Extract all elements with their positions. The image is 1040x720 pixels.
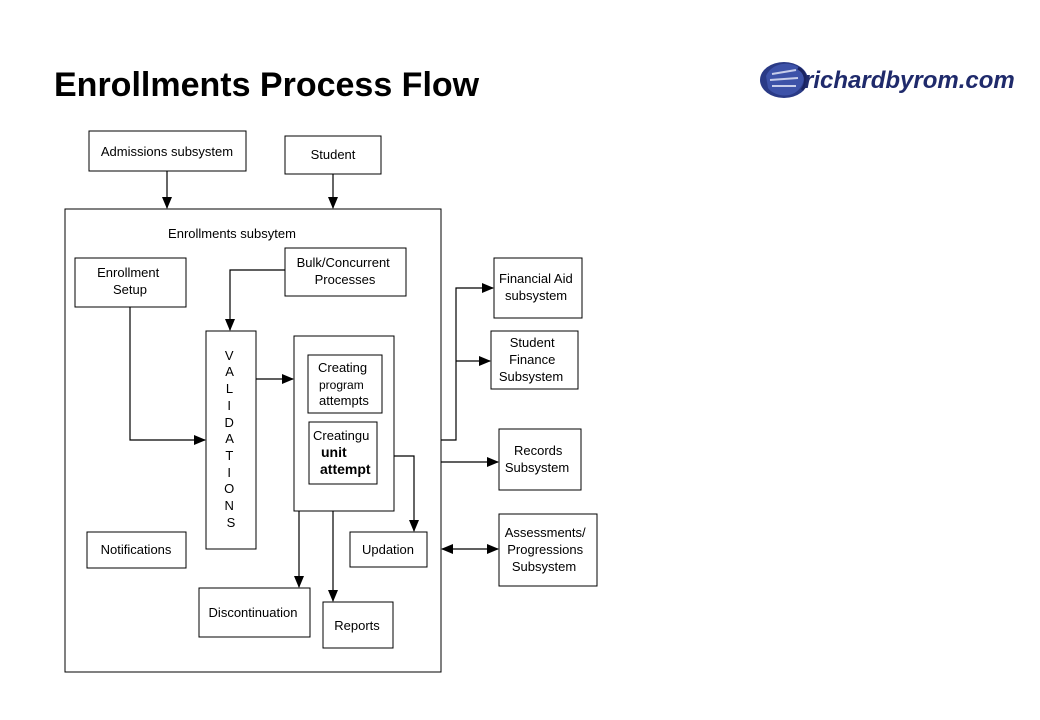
records-subsystem-label: Records Subsystem (505, 443, 569, 475)
student-label: Student (311, 147, 356, 162)
lion-emblem-icon (760, 62, 808, 98)
creating-program-attempts-label: Creating program attempts (318, 360, 371, 408)
page-title: Enrollments Process Flow (54, 66, 480, 104)
connector-to-financial-aid (441, 283, 494, 441)
bulk-concurrent-processes-box (284, 247, 407, 297)
notifications-box (86, 531, 187, 569)
reports-label: Reports (334, 618, 380, 633)
financial-aid-subsystem-box (493, 257, 583, 319)
arrow-unit-attempt-to-updation (394, 455, 419, 532)
enrollments-subsystem-label: Enrollments subsytem (168, 226, 296, 241)
assessments-progressions-subsystem-box (498, 513, 598, 587)
assessments-progressions-subsystem-label: Assessments/ Progressions Subsystem (505, 525, 590, 574)
validations-label: V A L I D A T I O N S (224, 348, 238, 530)
enrollment-setup-label: Enrollment Setup (97, 265, 163, 297)
notifications-label: Notifications (101, 542, 172, 557)
updation-label: Updation (362, 542, 414, 557)
arrow-bulk-to-validations (225, 269, 285, 331)
reports-box (322, 601, 394, 649)
creating-unit-attempt-box (308, 421, 378, 485)
richardbyrom-logo: richardbyrom.com (760, 62, 1015, 98)
financial-aid-subsystem-label: Financial Aid subsystem (499, 271, 576, 303)
discontinuation-box (198, 587, 311, 638)
records-subsystem-box (498, 428, 582, 491)
admissions-subsystem-label: Admissions subsystem (101, 144, 233, 159)
discontinuation-label: Discontinuation (209, 605, 298, 620)
student-finance-subsystem-box (490, 330, 579, 390)
bulk-concurrent-processes-label: Bulk/Concurrent Processes (297, 255, 394, 287)
creating-program-attempts-box (307, 354, 383, 414)
updation-box (349, 531, 428, 568)
logo-text: richardbyrom.com (804, 67, 1015, 94)
arrow-setup-to-validations (129, 307, 206, 445)
creating-unit-attempt-label: Creatingu unit attempt (313, 428, 373, 477)
validations-box (205, 330, 257, 550)
student-finance-subsystem-label: Student Finance Subsystem (499, 335, 563, 384)
